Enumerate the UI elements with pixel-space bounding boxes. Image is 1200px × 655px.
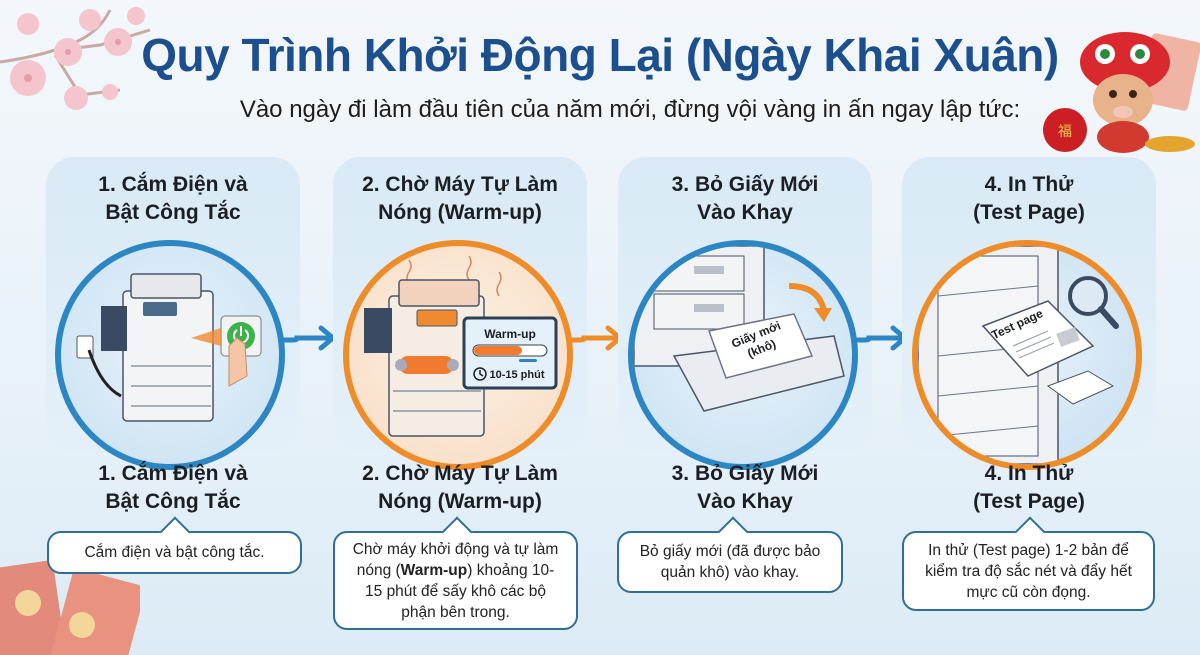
- step-label-4: 4. In Thử (Test Page): [973, 462, 1085, 513]
- printer-power-illustration: [76, 273, 262, 422]
- step-description-3: Bỏ giấy mới (đã được bảo quản khô) vào k…: [617, 516, 843, 593]
- svg-text:福: 福: [1058, 124, 1072, 140]
- step-card-title: 1. Cắm Điện và Bật Công Tắc: [98, 173, 248, 224]
- step-description-1: Cắm điện và bật công tắc.: [47, 516, 302, 574]
- step-card-title: 3. Bỏ Giấy Mới Vào Khay: [671, 173, 819, 224]
- step-description-4: In thử (Test page) 1-2 bản để kiểm tra đ…: [902, 516, 1155, 611]
- page-subtitle: Vào ngày đi làm đầu tiên của năm mới, đừ…: [239, 96, 1021, 123]
- step-illustration-3: Giấy mới (khô): [628, 240, 858, 470]
- test-page-illustration: Test page: [918, 246, 1119, 464]
- step-illustration-2: Warm-up 10-15 phút: [343, 240, 573, 470]
- warmup-panel-time: 10-15 phút: [489, 369, 544, 381]
- step-description-2: Chờ máy khởi động và tự làm nóng (Warm-u…: [333, 516, 578, 630]
- step-illustration-1: [55, 240, 285, 470]
- step-card-title: 2. Chờ Máy Tự Làm Nóng (Warm-up): [362, 173, 558, 224]
- paper-tray-illustration: Giấy mới (khô): [634, 246, 845, 412]
- step-label-3: 3. Bỏ Giấy Mới Vào Khay: [671, 462, 819, 513]
- step-illustration-4: Test page: [912, 240, 1142, 470]
- step-card-title: 4. In Thử (Test Page): [973, 173, 1085, 224]
- printer-warmup-illustration: Warm-up 10-15 phút: [364, 255, 558, 437]
- step-label-2: 2. Chờ Máy Tự Làm Nóng (Warm-up): [362, 462, 558, 513]
- warmup-panel-title: Warm-up: [484, 327, 536, 341]
- step-label-1: 1. Cắm Điện và Bật Công Tắc: [98, 462, 248, 513]
- page-title: Quy Trình Khởi Động Lại (Ngày Khai Xuân): [141, 29, 1059, 81]
